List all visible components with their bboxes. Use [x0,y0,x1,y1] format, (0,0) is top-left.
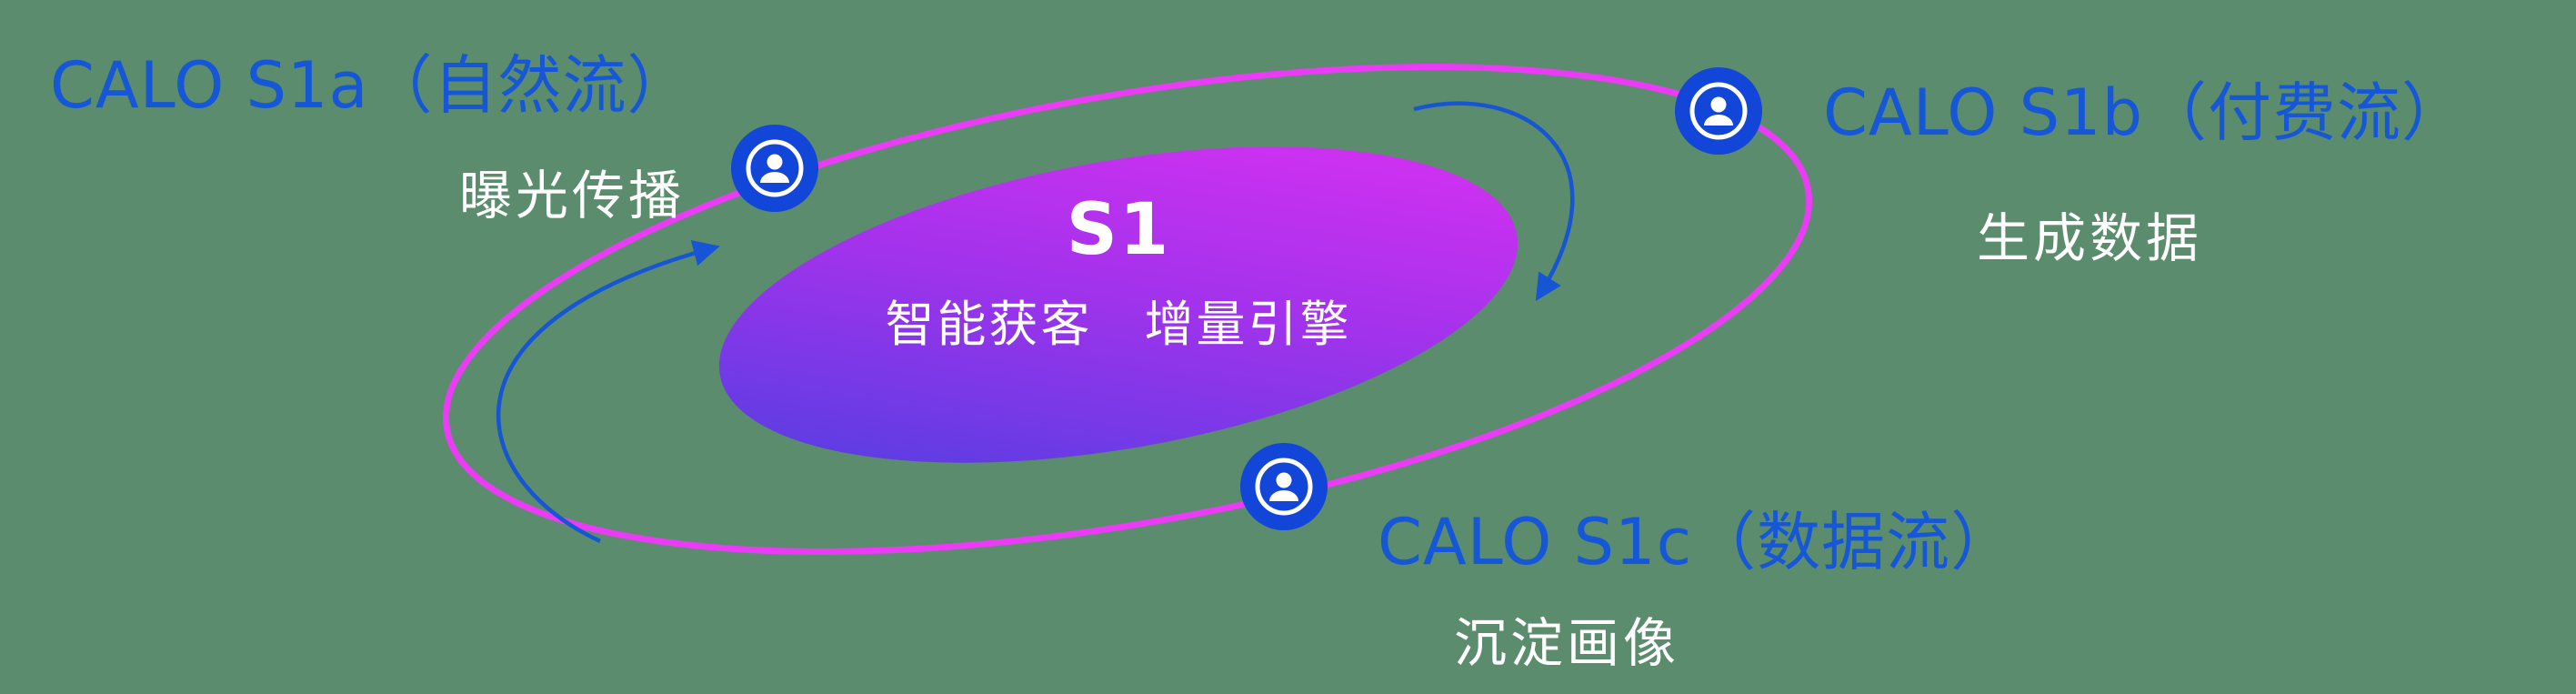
node-title-s1a: CALO S1a（自然流） [50,48,692,123]
node-title-s1b: CALO S1b（付费流） [1823,75,2467,150]
user-icon [731,125,818,212]
node-sublabel-s1a: 曝光传播 [459,165,686,226]
user-icon [1675,67,1762,155]
node-sublabel-s1b: 生成数据 [1977,207,2203,269]
orbit-ring [442,64,1813,555]
user-icon [1240,443,1328,530]
user-icon [1675,67,1762,155]
flow-arrow-right [1413,101,1575,301]
user-icon [1240,443,1328,530]
core-title: S1 [1066,189,1171,271]
flow-arrow-left [496,240,720,544]
core-ellipse [718,146,1519,463]
user-icon [731,125,818,212]
node-title-s1c: CALO S1c（数据流） [1378,505,2016,579]
core-subtitle: 智能获客 增量引擎 [885,296,1352,353]
node-sublabel-s1c: 沉淀画像 [1454,612,1680,674]
